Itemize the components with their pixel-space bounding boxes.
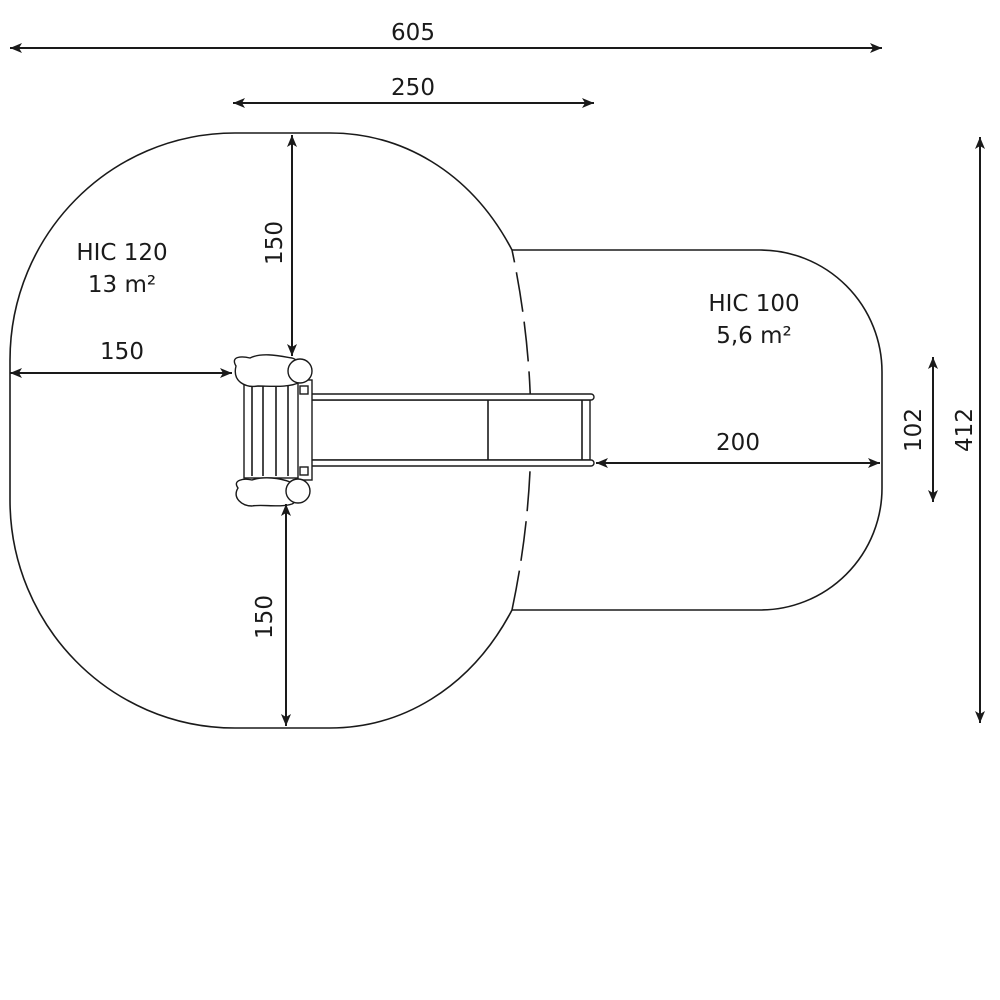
zone-hic100-label: HIC 100	[708, 291, 799, 317]
zone-hic100-outline	[512, 249, 883, 611]
dim-label-top-depth: 150	[262, 221, 288, 265]
dim-label-slide-runout: 200	[716, 430, 760, 456]
dim-label-slide-zone-width: 102	[901, 408, 927, 452]
zone-hic100-area: 5,6 m²	[716, 323, 792, 349]
dim-label-bottom-depth: 150	[252, 595, 278, 639]
zone-hic120-area: 13 m²	[88, 272, 156, 298]
zone-hic120-label: HIC 120	[76, 240, 167, 266]
dim-label-total-depth: 412	[952, 408, 978, 452]
dim-label-left-depth: 150	[100, 339, 144, 365]
zone-hic120-outline	[9, 132, 513, 729]
slide-equipment	[233, 354, 595, 507]
dim-label-total-width: 605	[391, 20, 435, 46]
dim-label-top-width: 250	[391, 75, 435, 101]
